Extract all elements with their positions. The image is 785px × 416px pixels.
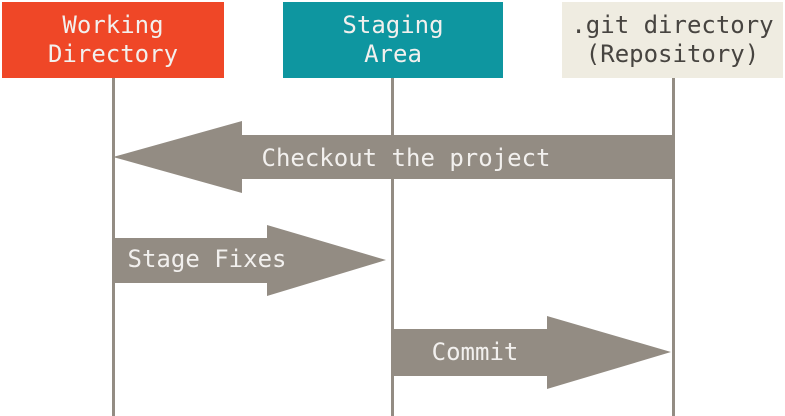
git-directory-box: .git directory (Repository) (562, 2, 783, 78)
working-directory-title-line2: Directory (47, 40, 179, 68)
commit-arrow (394, 316, 671, 389)
checkout-arrow (113, 121, 672, 193)
git-directory-title-line2: (Repository) (585, 40, 760, 68)
stage-fixes-arrow-label: Stage Fixes (127, 245, 287, 273)
staging-area-box: Staging Area (283, 2, 503, 78)
commit-arrow-label: Commit (431, 338, 519, 366)
staging-area-title-line2: Area (364, 40, 422, 68)
stage-fixes-arrow (113, 225, 386, 296)
git-directory-title-line1: .git directory (571, 11, 774, 39)
staging-area-lifeline (391, 78, 394, 416)
staging-area-title-line1: Staging (342, 11, 444, 39)
git-directory-lifeline (672, 78, 675, 416)
working-directory-title-line1: Working (62, 11, 164, 39)
checkout-arrow-label: Checkout the project (261, 144, 551, 172)
working-directory-box: Working Directory (2, 2, 224, 78)
